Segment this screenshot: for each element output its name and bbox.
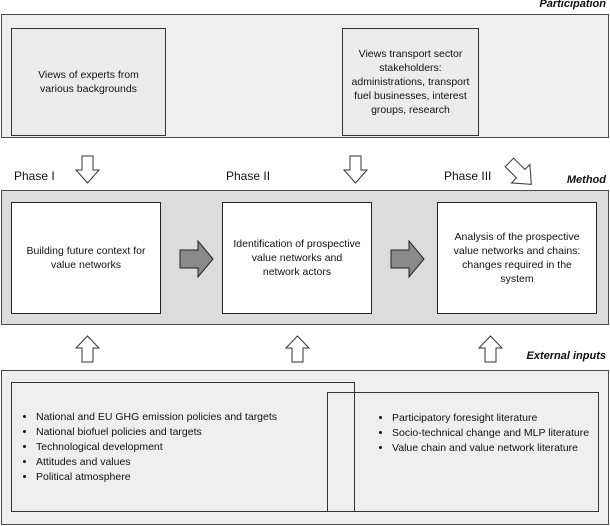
external-left-list: National and EU GHG emission policies an…: [20, 410, 345, 485]
right-arrow-icon: [390, 239, 425, 279]
external-left-list-wrap: National and EU GHG emission policies an…: [20, 410, 345, 485]
phase-1-box: Building future context for value networ…: [11, 202, 161, 314]
up-arrow-icon: [284, 335, 311, 363]
external-right-list: Participatory foresight literature Socio…: [376, 411, 591, 456]
stakeholders-views-box: Views transport sector stakeholders: adm…: [342, 28, 479, 136]
up-arrow-icon: [74, 335, 101, 363]
list-item: Value chain and value network literature: [392, 441, 591, 456]
down-arrow-icon: [342, 155, 369, 184]
phase-3-label: Phase III: [444, 169, 492, 183]
list-item: Attitudes and values: [36, 455, 345, 470]
list-item: Participatory foresight literature: [392, 411, 591, 426]
external-left-frame: [11, 382, 355, 512]
phase-3-box: Analysis of the prospective value networ…: [437, 202, 597, 314]
right-arrow-icon: [179, 239, 214, 279]
phase-1-label: Phase I: [14, 169, 55, 183]
external-inputs-label: External inputs: [526, 350, 606, 362]
external-right-list-wrap: Participatory foresight literature Socio…: [376, 411, 591, 456]
list-item: Technological development: [36, 440, 345, 455]
participation-label: Participation: [539, 0, 606, 10]
up-arrow-icon: [477, 335, 504, 363]
list-item: Political atmosphere: [36, 470, 345, 485]
experts-views-box: Views of experts from various background…: [11, 28, 166, 136]
down-arrow-icon: [74, 155, 101, 184]
phase-2-label: Phase II: [226, 169, 271, 183]
list-item: National and EU GHG emission policies an…: [36, 410, 345, 425]
external-right-frame: [327, 392, 599, 512]
phase-2-box: Identification of prospective value netw…: [222, 202, 372, 314]
list-item: National biofuel policies and targets: [36, 425, 345, 440]
method-label: Method: [566, 174, 606, 186]
list-item: Socio-technical change and MLP literatur…: [392, 426, 591, 441]
diagonal-arrow-icon: [504, 157, 532, 185]
external-inputs-band: [1, 370, 609, 525]
